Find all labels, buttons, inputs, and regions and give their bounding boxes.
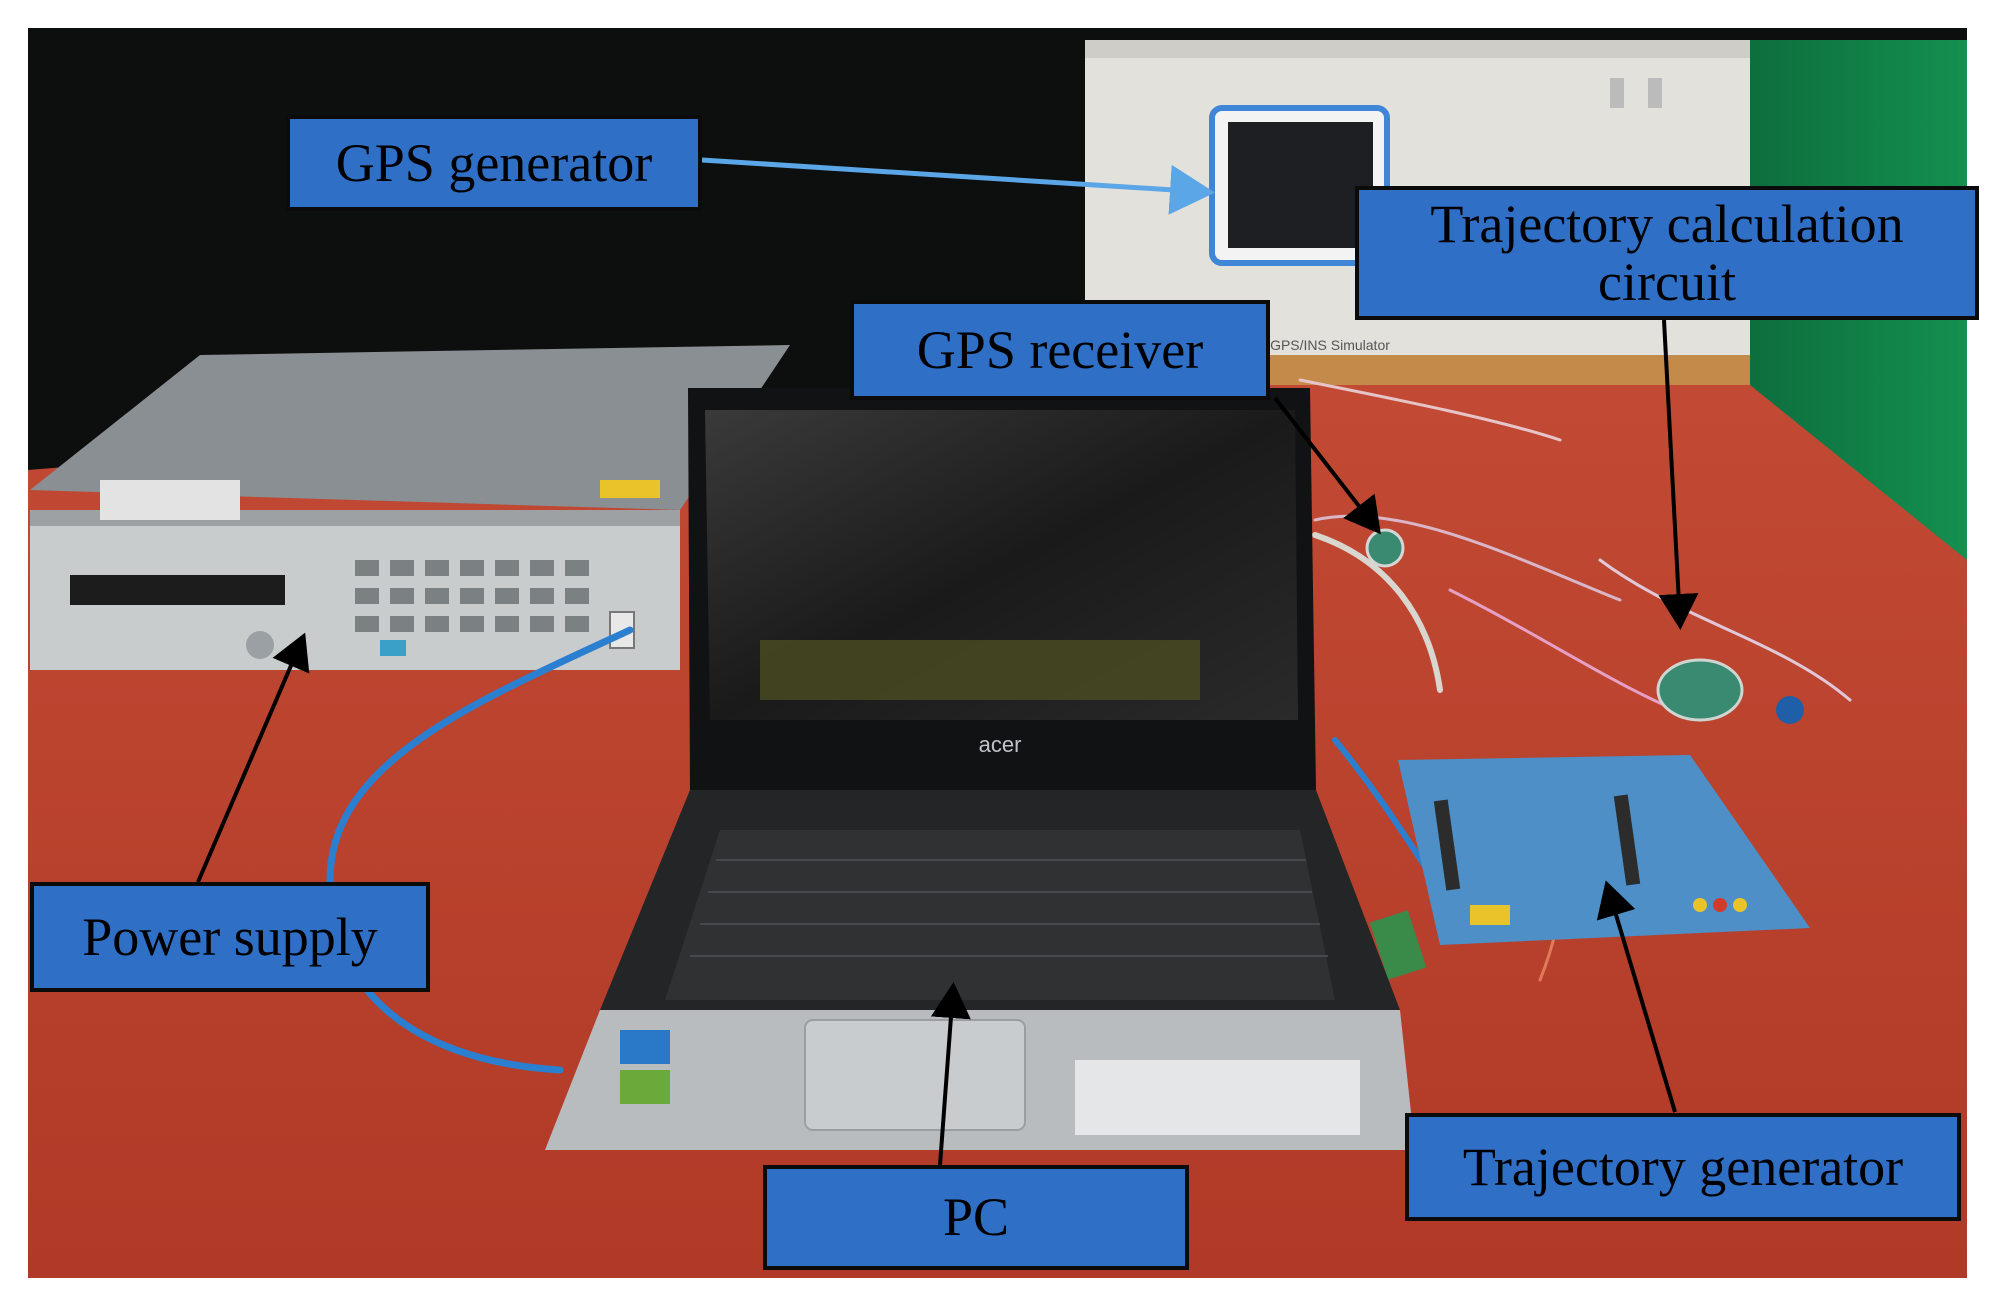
arrow-power-supply [196, 632, 310, 883]
pc-laptop [545, 388, 1415, 1150]
label-power-supply: Power supply [30, 882, 430, 992]
label-gps-receiver-text: GPS receiver [916, 319, 1204, 380]
label-arrows [196, 157, 1699, 1166]
arrow-trajectory-generator [1596, 880, 1677, 1113]
arrow-gps-receiver [1273, 396, 1381, 535]
label-gps-generator: GPS generator [286, 115, 702, 211]
trajectory-generator-board [1369, 755, 1810, 980]
label-trajectory-generator: Trajectory generator [1405, 1113, 1961, 1221]
label-trajectory-calculation-circuit: Trajectory calculation circuit [1355, 186, 1979, 320]
power-supply-device [30, 345, 790, 670]
arrow-gps-generator [701, 157, 1215, 215]
label-pc-text: PC [942, 1187, 1010, 1248]
label-trajectory-calculation-circuit-text: Trajectory calculation circuit [1430, 193, 1904, 312]
label-power-supply-text: Power supply [82, 906, 378, 967]
arrow-pc [930, 982, 971, 1166]
gps-receiver-board [1365, 528, 1405, 568]
arrow-trajectory-calculation [1658, 319, 1699, 630]
trajectory-calculation-board [1656, 658, 1804, 724]
label-gps-generator-text: GPS generator [335, 132, 653, 193]
label-gps-receiver: GPS receiver [850, 300, 1270, 400]
label-pc: PC [763, 1165, 1189, 1270]
label-trajectory-generator-text: Trajectory generator [1462, 1136, 1904, 1197]
